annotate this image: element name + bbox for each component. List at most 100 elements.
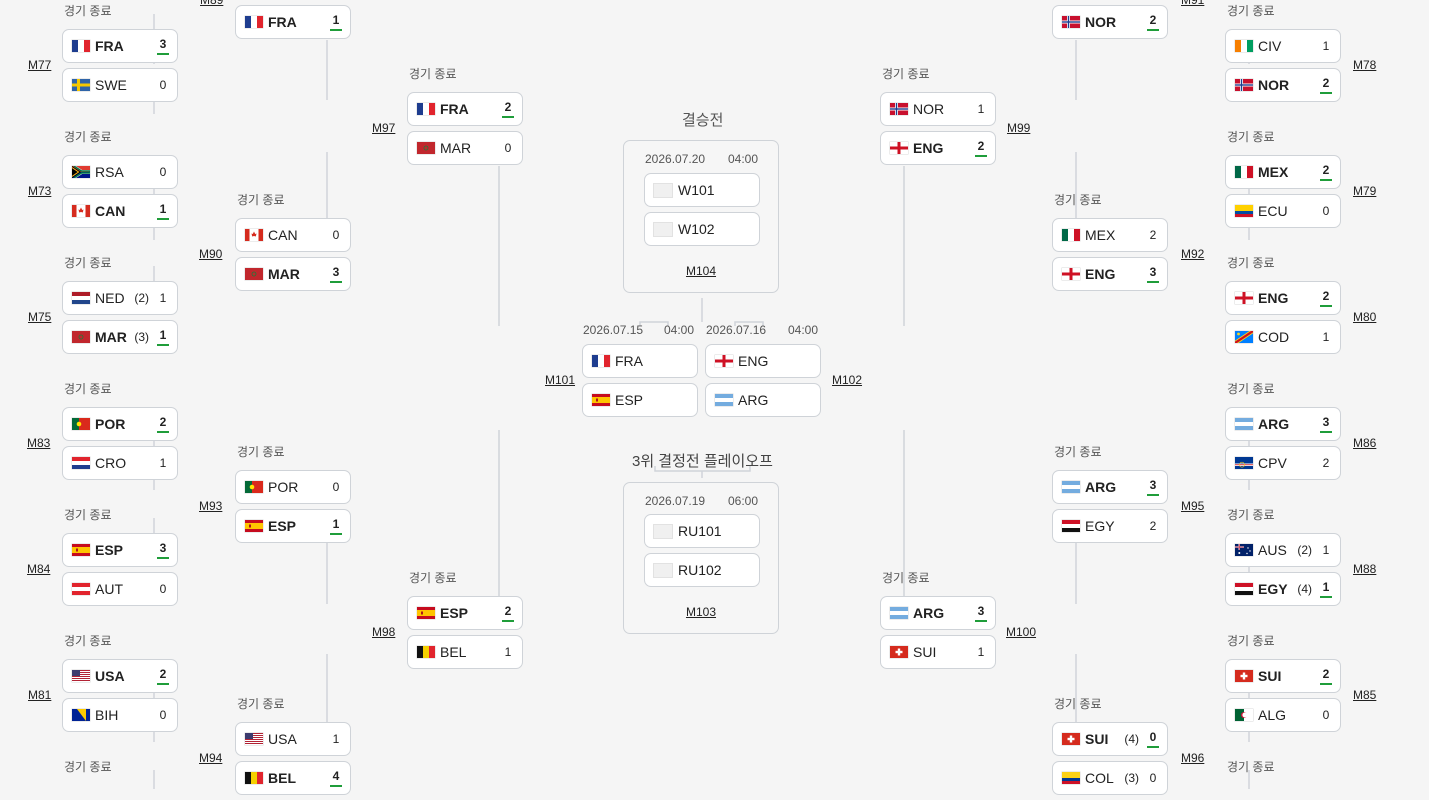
team-row[interactable]: BEL 1 bbox=[407, 635, 523, 669]
match-label-m93[interactable]: M93 bbox=[199, 499, 222, 513]
team-row[interactable]: ENG 3 bbox=[1052, 257, 1168, 291]
team-row[interactable]: RSA 0 bbox=[62, 155, 178, 189]
team-row[interactable]: EGY 2 bbox=[1052, 509, 1168, 543]
team-row[interactable]: MAR 0 bbox=[407, 131, 523, 165]
team-row[interactable]: SUI 1 bbox=[880, 635, 996, 669]
match-label-m102[interactable]: M102 bbox=[832, 373, 862, 387]
final-slot-1[interactable]: W101 bbox=[644, 173, 760, 207]
team-row[interactable]: POR 0 bbox=[235, 470, 351, 504]
team-row[interactable]: FRA 2 bbox=[407, 92, 523, 126]
match-label-m97[interactable]: M97 bbox=[372, 121, 395, 135]
team-row[interactable]: CAN 1 bbox=[62, 194, 178, 228]
team-row[interactable]: ENG 2 bbox=[880, 131, 996, 165]
team-row[interactable]: ARG 3 bbox=[1052, 470, 1168, 504]
team-row[interactable]: ESP 2 bbox=[407, 596, 523, 630]
match-label-m98[interactable]: M98 bbox=[372, 625, 395, 639]
match-m75: 경기 종료 NED (2) 1 MAR (3) 1 bbox=[62, 281, 178, 359]
team-row[interactable]: MAR (3) 1 bbox=[62, 320, 178, 354]
mex-flag-icon bbox=[1235, 166, 1253, 178]
match-label-m96[interactable]: M96 bbox=[1181, 751, 1204, 765]
team-score: 3 bbox=[157, 37, 169, 55]
team-row[interactable]: MAR 3 bbox=[235, 257, 351, 291]
match-label-m99[interactable]: M99 bbox=[1007, 121, 1030, 135]
team-row[interactable]: NOR 2 bbox=[1225, 68, 1341, 102]
team-row[interactable]: MEX 2 bbox=[1225, 155, 1341, 189]
team-row[interactable]: CRO 1 bbox=[62, 446, 178, 480]
team-row[interactable]: ENG bbox=[705, 344, 821, 378]
match-label-m73[interactable]: M73 bbox=[28, 184, 51, 198]
team-row[interactable]: SUI 2 bbox=[1225, 659, 1341, 693]
team-row[interactable]: USA 2 bbox=[62, 659, 178, 693]
team-row[interactable]: FRA 3 bbox=[62, 29, 178, 63]
team-row[interactable]: USA 1 bbox=[235, 722, 351, 756]
match-label-m77[interactable]: M77 bbox=[28, 58, 51, 72]
final-match-link[interactable]: M104 bbox=[624, 264, 778, 278]
semi-left-date: 2026.07.15 bbox=[583, 323, 643, 337]
match-label-m85[interactable]: M85 bbox=[1353, 688, 1376, 702]
match-label-m81[interactable]: M81 bbox=[28, 688, 51, 702]
third-place-slot-1[interactable]: RU101 bbox=[644, 514, 760, 548]
team-row[interactable]: NOR 2 bbox=[1052, 5, 1168, 39]
team-row[interactable]: MEX 2 bbox=[1052, 218, 1168, 252]
penalty-score: (4) bbox=[1124, 732, 1139, 746]
arg-flag-icon bbox=[1235, 418, 1253, 430]
match-label-m78[interactable]: M78 bbox=[1353, 58, 1376, 72]
aut-flag-icon bbox=[72, 583, 90, 595]
nor-flag-icon bbox=[1062, 16, 1080, 28]
match-label-m91[interactable]: M91 bbox=[1181, 0, 1204, 7]
team-name: ESP bbox=[95, 542, 157, 558]
match-label-m94[interactable]: M94 bbox=[199, 751, 222, 765]
match-label-m80[interactable]: M80 bbox=[1353, 310, 1376, 324]
team-row[interactable]: FRA bbox=[582, 344, 698, 378]
team-row[interactable]: ESP 1 bbox=[235, 509, 351, 543]
team-row[interactable]: COL (3) 0 bbox=[1052, 761, 1168, 795]
team-row[interactable]: AUT 0 bbox=[62, 572, 178, 606]
match-label-m101[interactable]: M101 bbox=[545, 373, 575, 387]
team-row[interactable]: CAN 0 bbox=[235, 218, 351, 252]
match-label-m83[interactable]: M83 bbox=[27, 436, 50, 450]
third-place-match-link[interactable]: M103 bbox=[624, 605, 778, 619]
team-name: ESP bbox=[615, 392, 689, 408]
team-row[interactable]: ARG bbox=[705, 383, 821, 417]
sui-flag-icon bbox=[890, 646, 908, 658]
team-row[interactable]: POR 2 bbox=[62, 407, 178, 441]
match-m95: 경기 종료 ARG 3 EGY 2 bbox=[1052, 470, 1168, 548]
team-row[interactable]: ALG 0 bbox=[1225, 698, 1341, 732]
match-label-m79[interactable]: M79 bbox=[1353, 184, 1376, 198]
final-slot-2[interactable]: W102 bbox=[644, 212, 760, 246]
team-row[interactable]: ESP 3 bbox=[62, 533, 178, 567]
team-row[interactable]: NED (2) 1 bbox=[62, 281, 178, 315]
team-row[interactable]: AUS (2) 1 bbox=[1225, 533, 1341, 567]
team-row[interactable]: CPV 2 bbox=[1225, 446, 1341, 480]
team-row[interactable]: SWE 0 bbox=[62, 68, 178, 102]
match-label-m90[interactable]: M90 bbox=[199, 247, 222, 261]
team-row[interactable]: BEL 4 bbox=[235, 761, 351, 795]
final-time: 04:00 bbox=[728, 152, 758, 166]
third-place-slot-2[interactable]: RU102 bbox=[644, 553, 760, 587]
team-row[interactable]: ECU 0 bbox=[1225, 194, 1341, 228]
team-row[interactable]: FRA 1 bbox=[235, 5, 351, 39]
team-name: CAN bbox=[95, 203, 157, 219]
match-label-m84[interactable]: M84 bbox=[27, 562, 50, 576]
team-row[interactable]: BIH 0 bbox=[62, 698, 178, 732]
match-m101: FRA ESP bbox=[582, 344, 698, 422]
team-row[interactable]: ARG 3 bbox=[1225, 407, 1341, 441]
match-label-m89[interactable]: M89 bbox=[200, 0, 223, 7]
semi-left-time: 04:00 bbox=[664, 323, 694, 337]
match-label-m88[interactable]: M88 bbox=[1353, 562, 1376, 576]
team-row[interactable]: CIV 1 bbox=[1225, 29, 1341, 63]
team-row[interactable]: ESP bbox=[582, 383, 698, 417]
semi-right-date: 2026.07.16 bbox=[706, 323, 766, 337]
match-label-m92[interactable]: M92 bbox=[1181, 247, 1204, 261]
match-label-m100[interactable]: M100 bbox=[1006, 625, 1036, 639]
team-row[interactable]: NOR 1 bbox=[880, 92, 996, 126]
team-row[interactable]: ARG 3 bbox=[880, 596, 996, 630]
team-row[interactable]: COD 1 bbox=[1225, 320, 1341, 354]
match-label-m75[interactable]: M75 bbox=[28, 310, 51, 324]
egy-flag-icon bbox=[1235, 583, 1253, 595]
team-row[interactable]: EGY (4) 1 bbox=[1225, 572, 1341, 606]
match-label-m86[interactable]: M86 bbox=[1353, 436, 1376, 450]
match-label-m95[interactable]: M95 bbox=[1181, 499, 1204, 513]
team-row[interactable]: ENG 2 bbox=[1225, 281, 1341, 315]
team-row[interactable]: SUI (4) 0 bbox=[1052, 722, 1168, 756]
